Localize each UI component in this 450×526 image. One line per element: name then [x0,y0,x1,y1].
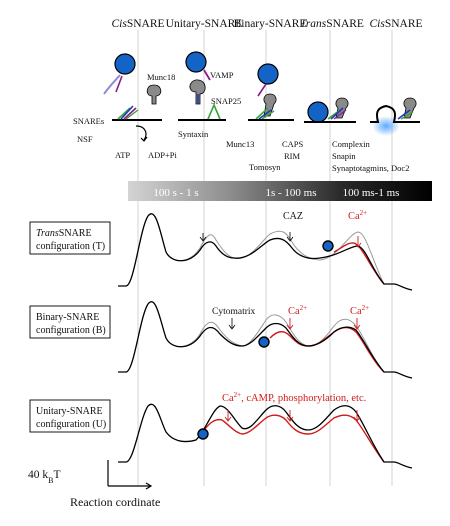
label-syntaxin: Syntaxin [178,129,209,139]
nsf-arrow-icon [135,125,147,141]
energy-scale-bar: 40 kBT [28,460,109,486]
schematic-unitary-snare [178,51,226,121]
vesicle-icon [185,51,207,73]
schematic-cis-snare-2 [370,97,420,136]
annotation-ca-trans: Ca2+ [348,209,367,222]
header-trans-snare: TransSNARE [300,18,364,30]
scale-bar-label: 40 kBT [28,469,61,485]
label-munc18: Munc18 [147,72,175,82]
fusion-pore-icon [370,104,402,123]
label-caps: CAPS [282,139,304,149]
annotation-modulators: Ca2+, cAMP, phosphorylation, etc. [222,391,366,404]
header-cis-snare-2: CisSNARE [369,18,422,30]
header-binary-snare: Binary-SNARE [234,18,307,30]
header-cis-snare-1: CisSNARE [111,18,164,30]
label-nsf: NSF [77,134,93,144]
munc18-icon [146,84,162,105]
svg-text:configuration (U): configuration (U) [36,419,106,430]
timescale-labels: 100 s - 1 s 1s - 100 ms 100 ms-1 ms [153,187,399,199]
vesicle-icon [307,101,329,123]
curve-black-binary [118,301,413,379]
protein-labels: Munc18 VAMP SNAP25 SNAREs NSF ATP ADP+Pi… [73,70,409,173]
svg-text:configuration (B): configuration (B) [36,325,106,336]
schematic-trans-snare [304,97,356,123]
annotation-caz: CAZ [283,211,303,222]
x-axis-label: Reaction cordinate [70,495,160,509]
munc18-icon [403,97,417,119]
energy-curve-trans [118,213,413,291]
curve-grey-trans [118,213,413,291]
curve-red-unitary [199,414,385,463]
panel-label-unitary: Unitary-SNARE configuration (U) [29,399,111,433]
vesicle-marker [197,428,209,440]
vesicle-marker [258,336,270,348]
stage-headers: CisSNARE Unitary-SNARE Binary-SNARE Tran… [111,18,422,30]
label-munc13: Munc13 [226,139,254,149]
svg-text:Binary-SNARE: Binary-SNARE [36,312,99,323]
munc18-icon [263,93,277,117]
annotation-ca-binary-1: Ca2+ [288,304,307,317]
energy-curve-binary [118,301,413,379]
label-adp-pi: ADP+Pi [148,150,178,160]
label-snapin: Snapin [332,151,356,161]
timescale-bar [128,181,432,201]
energy-curve-unitary [118,403,413,469]
annotation-ca-binary-2: Ca2+ [350,304,369,317]
fusion-glow [372,116,400,136]
curve-red-trans [333,242,385,285]
munc18-icon [189,79,206,105]
vesicle-icon [257,63,279,85]
label-snares: SNAREs [73,116,104,126]
annotation-cytomatrix: Cytomatrix [212,307,256,317]
label-rim: RIM [284,151,301,161]
label-vamp: VAMP [210,70,234,80]
curve-black-trans [118,213,413,291]
timescale-fast: 100 ms-1 ms [343,187,400,199]
svg-text:Unitary-SNARE: Unitary-SNARE [36,406,103,417]
curve-black-unitary [118,403,413,469]
label-snap25: SNAP25 [211,96,241,106]
panel-label-binary: Binary-SNARE configuration (B) [29,305,111,339]
vesicle-marker [322,240,334,252]
timescale-slow: 100 s - 1 s [153,187,198,199]
svg-text:configuration (T): configuration (T) [36,241,105,252]
reaction-coordinate-axis: Reaction cordinate [70,482,160,509]
vesicle-icon [114,53,136,75]
label-complexin: Complexin [332,139,371,149]
panel-label-trans: TransSNARE configuration (T) [29,221,111,255]
label-tomosyn: Tomosyn [249,162,281,172]
label-atp: ATP [115,150,130,160]
schematic-cis-snare-1 [103,53,162,142]
label-synaptotagmins: Synaptotagmins, Doc2 [332,163,409,173]
schematic-binary-snare [248,63,294,121]
svg-text:TransSNARE: TransSNARE [36,228,92,239]
header-unitary-snare: Unitary-SNARE [166,18,243,30]
timescale-medium: 1s - 100 ms [265,187,316,199]
